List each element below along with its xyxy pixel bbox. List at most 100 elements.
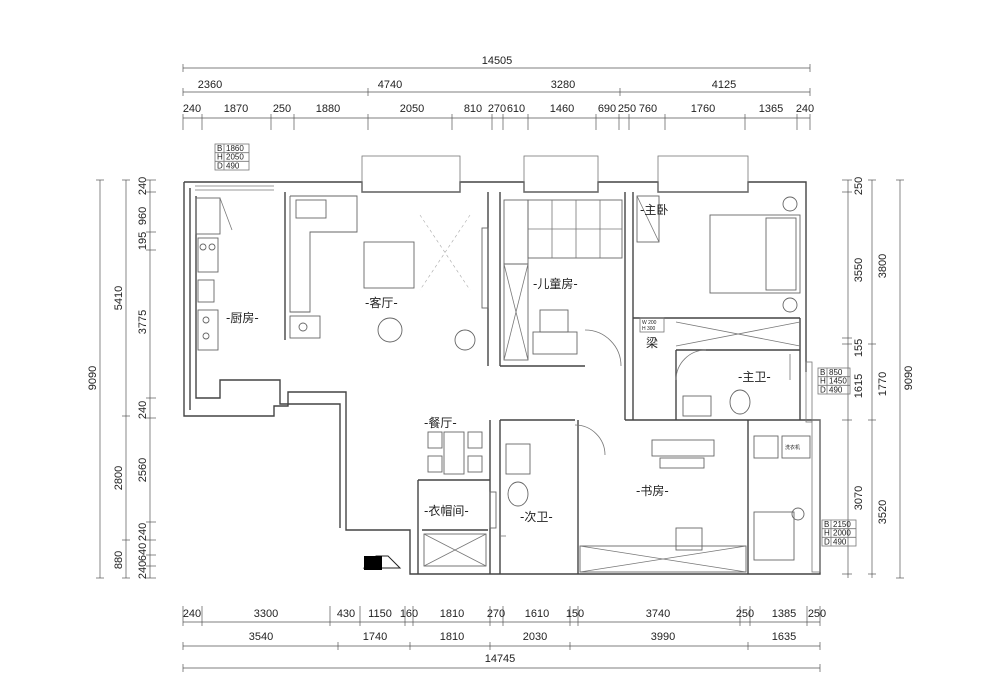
window-b: 850 <box>829 368 843 377</box>
dim-text: 9090 <box>903 366 915 390</box>
dim-text: 250 <box>618 103 636 115</box>
dim-text: 4125 <box>712 79 736 91</box>
dim-text: 5410 <box>113 286 125 310</box>
dim-text: 240 <box>796 103 814 115</box>
window-key: H <box>820 377 826 386</box>
window-d: 490 <box>833 537 847 546</box>
master-bath-fixtures <box>675 349 791 417</box>
window-key: D <box>824 537 830 546</box>
window-b: 2150 <box>833 520 851 529</box>
washer-label: 洗衣机 <box>785 444 800 451</box>
window-tag-3: B H D 2150 2000 490 <box>821 519 857 547</box>
dim-text: 1365 <box>759 103 783 115</box>
dim-text: 1460 <box>550 103 574 115</box>
study-furniture <box>579 435 811 573</box>
dim-text: 1880 <box>316 103 340 115</box>
dim-text: 430 <box>337 608 355 620</box>
dimension-lines <box>96 64 904 672</box>
dim-text: 2800 <box>113 466 125 490</box>
walls <box>183 181 821 575</box>
dim-text: 2030 <box>523 631 547 643</box>
dim-text: 14505 <box>482 55 513 67</box>
dim-top-total: 14505 <box>482 55 513 67</box>
dim-text: 2560 <box>137 458 149 482</box>
dining-furniture <box>427 431 483 475</box>
dim-left-detail: 240 960 195 3775 240 2560 240 640 240 <box>137 177 149 579</box>
window-key: B <box>820 368 825 377</box>
dim-text: 250 <box>853 177 865 195</box>
dim-text: 1385 <box>772 608 796 620</box>
dim-text: 880 <box>113 551 125 569</box>
room-label-kids: -儿童房- <box>533 276 578 291</box>
window-key: D <box>217 161 223 170</box>
dim-bottom-detail: 240 3300 430 1150 160 1810 270 1610 150 … <box>183 608 826 620</box>
dim-text: 1770 <box>877 372 889 396</box>
dim-text: 150 <box>566 608 584 620</box>
beam-w: W 200 <box>642 320 657 326</box>
dim-text: 195 <box>137 232 149 250</box>
dim-text: 3740 <box>646 608 670 620</box>
dim-text: 2050 <box>400 103 424 115</box>
dim-text: 270 <box>487 608 505 620</box>
living-furniture <box>289 195 489 351</box>
dim-text: 1150 <box>368 608 392 620</box>
dim-text: 3990 <box>651 631 675 643</box>
dim-text: 1635 <box>772 631 796 643</box>
kids-room-furniture <box>503 199 623 367</box>
dim-text: 3550 <box>853 258 865 282</box>
dim-text: 240 <box>183 608 201 620</box>
beam-h: H 300 <box>642 326 656 332</box>
window-d: 490 <box>829 385 843 394</box>
dim-text: 1610 <box>525 608 549 620</box>
window-h: 1450 <box>829 377 847 386</box>
dim-left-mid: 5410 2800 880 <box>113 286 125 569</box>
beam-label: 梁 <box>646 335 658 350</box>
dim-text: 270 <box>488 103 506 115</box>
dim-text: 1810 <box>440 631 464 643</box>
dim-text: 3280 <box>551 79 575 91</box>
window-tag-2: B H D 850 1450 490 <box>817 367 851 395</box>
dim-text: 250 <box>736 608 754 620</box>
dim-text: 3800 <box>877 254 889 278</box>
window-tag-1: B H D 1860 2050 490 <box>214 143 250 171</box>
room-label-master-bath: -主卫- <box>738 370 771 384</box>
dim-text: 240 <box>137 401 149 419</box>
entrance-arrow <box>362 555 402 570</box>
window-b: 1860 <box>226 144 244 153</box>
master-bedroom-furniture <box>636 195 801 347</box>
window-key: H <box>824 529 830 538</box>
dim-text: 760 <box>639 103 657 115</box>
room-label-dining: -餐厅- <box>424 415 457 430</box>
dim-right-mid: 3800 1770 3520 <box>877 254 889 524</box>
window-h: 2000 <box>833 529 851 538</box>
dim-top-mid: 2360 4740 3280 4125 <box>198 79 736 91</box>
dim-right-detail: 250 3550 155 1615 3070 <box>853 177 865 510</box>
dim-text: 690 <box>598 103 616 115</box>
dim-right-total: 9090 <box>903 366 915 390</box>
room-label-kitchen: -厨房- <box>226 310 259 325</box>
dim-text: 160 <box>400 608 418 620</box>
dim-text: 240 <box>137 177 149 195</box>
dim-text: 3520 <box>877 500 889 524</box>
dim-bottom-mid: 3540 1740 1810 2030 3990 1635 <box>249 631 796 643</box>
window-d: 490 <box>226 161 240 170</box>
room-labels: -厨房- -客厅- -儿童房- -主卧 -主卫- -餐厅- -衣帽间- -次卫-… <box>226 203 771 524</box>
dim-text: 1760 <box>691 103 715 115</box>
dim-text: 1810 <box>440 608 464 620</box>
dim-text: 250 <box>808 608 826 620</box>
room-label-second-bath: -次卫- <box>520 510 553 524</box>
window-key: D <box>820 385 826 394</box>
dim-text: 3775 <box>137 310 149 334</box>
dim-left-total: 9090 <box>87 366 99 390</box>
window-frames <box>195 155 821 573</box>
dim-text: 1740 <box>363 631 387 643</box>
window-key: B <box>217 144 222 153</box>
dim-text: 155 <box>853 339 865 357</box>
dim-text: 3540 <box>249 631 273 643</box>
dim-text: 250 <box>273 103 291 115</box>
dim-text: 240 <box>183 103 201 115</box>
room-label-study: -书房- <box>636 483 669 498</box>
dim-text: 240 <box>137 523 149 541</box>
window-h: 2050 <box>226 153 244 162</box>
dim-text: 4740 <box>378 79 402 91</box>
